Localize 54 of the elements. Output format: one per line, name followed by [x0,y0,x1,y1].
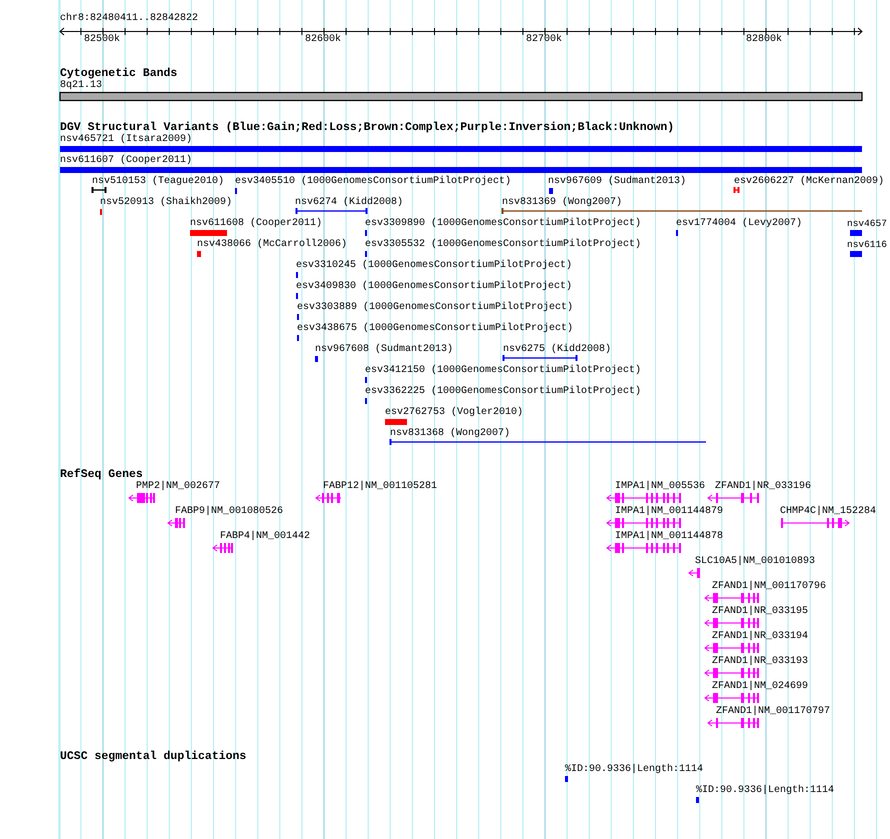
gene-label: IMPA1|NM_001144878 [615,531,724,543]
feature-label: nsv967608 (Sudmant2013) [315,344,454,356]
gene-label: ZFAND1|NR_033195 [712,606,808,618]
feature-label: nsv611607 (Cooper2011) [60,155,192,167]
gene-label: ZFAND1|NM_024699 [712,681,808,693]
coordinate-range: chr8:82480411..82842822 [60,13,198,25]
gene-label: FABP9|NM_001080526 [175,506,284,518]
duplication-label: %ID:90.9336|Length:1114 [696,785,834,797]
axis-tick-label: 82700k [526,34,562,46]
feature-label: nsv967609 (Sudmant2013) [548,176,686,188]
feature-label: nsv6116 [847,239,887,251]
gene-label: PMP2|NM_002677 [136,481,220,493]
gene-label: IMPA1|NM_001144879 [615,506,724,518]
track-title: Cytogenetic Bands [60,68,178,80]
feature-label: esv3412150 (1000GenomesConsortiumPilotProject) [365,365,642,377]
gene-label: ZFAND1|NR_033193 [712,656,808,668]
axis-tick-label: 82500k [84,34,120,46]
gene-label: SLC10A5|NM_001010893 [695,556,816,568]
feature-label: nsv510153 (Teague2010) [92,176,224,188]
feature-label: nsv831369 (Wong2007) [502,197,622,209]
gene-label: ZFAND1|NR_033196 [715,481,812,493]
feature-label: nsv520913 (Shaikh2009) [100,197,232,209]
track-title: UCSC segmental duplications [60,751,246,763]
feature-label: esv2606227 (McKernan2009) [734,176,884,188]
feature-label: nsv465721 (Itsara2009) [60,134,192,146]
feature-label: esv1774004 (Levy2007) [676,218,802,230]
feature-label: esv3310245 (1000GenomesConsortiumPilotProject) [296,260,572,272]
gene-label: ZFAND1|NM_001170796 [712,581,826,593]
feature-label: nsv438066 (McCarroll2006) [197,239,348,251]
feature-label: esv3438675 (1000GenomesConsortiumPilotProject) [297,323,574,335]
gene-label: IMPA1|NM_005536 [615,481,706,493]
feature-label: nsv611608 (Cooper2011) [190,218,322,230]
track-title: RefSeq Genes [60,469,143,481]
feature-label: nsv6274 (Kidd2008) [295,197,404,209]
track-title: DGV Structural Variants (Blue:Gain;Red:Loss;Brown:Complex;Purple:Inversion;Black:Unknown) [60,122,674,134]
gene-label: FABP12|NM_001105281 [323,481,438,493]
axis-tick-label: 82600k [305,34,342,46]
feature-label: esv3409830 (1000GenomesConsortiumPilotProject) [296,281,572,293]
gene-label: ZFAND1|NR_033194 [712,631,808,643]
feature-label: nsv6275 (Kidd2008) [503,344,612,356]
feature-label: esv3405510 (1000GenomesConsortiumPilotProject) [235,176,512,188]
band-label: 8q21.13 [60,80,102,92]
feature-label: esv3309890 (1000GenomesConsortiumPilotProject) [365,218,642,230]
duplication-label: %ID:90.9336|Length:1114 [565,764,704,776]
feature-label: nsv4657 [847,218,887,230]
feature-label: esv3362225 (1000GenomesConsortiumPilotProject) [365,386,642,398]
feature-label: nsv831368 (Wong2007) [390,428,510,440]
feature-label: esv2762753 (Vogler2010) [385,407,524,419]
gene-label: FABP4|NM_001442 [220,531,310,543]
feature-label: esv3303889 (1000GenomesConsortiumPilotProject) [297,302,574,314]
feature-label: esv3305532 (1000GenomesConsortiumPilotProject) [365,239,642,251]
gene-label: ZFAND1|NM_001170797 [716,706,830,718]
gene-label: CHMP4C|NM_152284 [780,506,876,518]
axis-tick-label: 82800k [746,34,782,46]
